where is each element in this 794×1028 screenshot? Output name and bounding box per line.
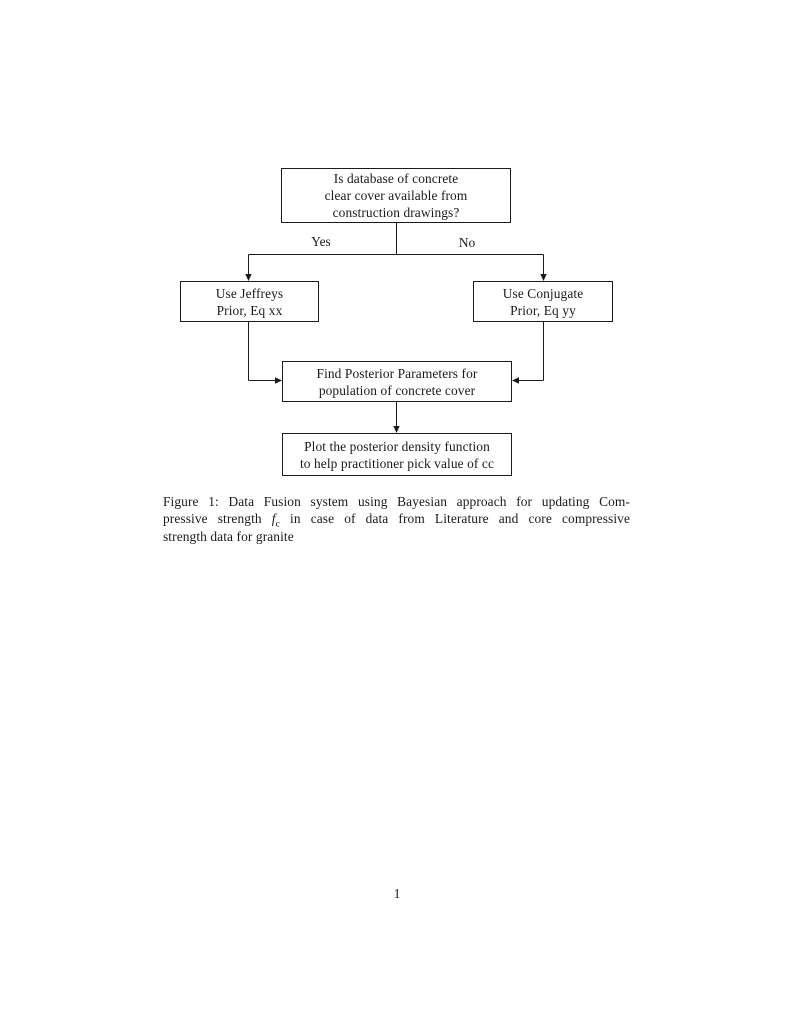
math-f: f xyxy=(271,511,276,527)
node-text-line: Use Conjugate xyxy=(502,285,584,301)
arrowhead-icon xyxy=(393,426,400,433)
flowchart-node-posterior-parameters: Find Posterior Parameters for population… xyxy=(282,361,512,402)
flowchart-node-question: Is database of concrete clear cover avai… xyxy=(281,168,511,223)
node-text-line: Find Posterior Parameters for xyxy=(316,365,478,381)
arrowhead-icon xyxy=(275,377,282,384)
flowchart-node-conjugate-prior: Use Conjugate Prior, Eq yy xyxy=(473,281,613,322)
caption-text: pressive strength xyxy=(163,511,272,527)
arrowhead-icon xyxy=(245,274,252,281)
math-subscript-c: c xyxy=(275,519,280,531)
node-text-line: population of concrete cover xyxy=(318,382,476,398)
flowchart-node-jeffreys-prior: Use Jeffreys Prior, Eq xx xyxy=(180,281,319,322)
math-fc-symbol: fc xyxy=(271,511,280,529)
node-text-line: Use Jeffreys xyxy=(215,285,284,301)
edge-label-yes: Yes xyxy=(311,234,331,249)
node-text-line: Is database of concrete xyxy=(333,171,459,186)
node-text-line: to help practitioner pick value of cc xyxy=(299,455,495,471)
caption-line: strength data for granite xyxy=(163,528,294,544)
node-text-line: Prior, Eq xx xyxy=(216,302,283,318)
caption-line: Figure 1: Data Fusion system using Bayes… xyxy=(163,494,630,509)
page-number: 1 xyxy=(393,886,401,901)
node-text-line: construction drawings? xyxy=(332,205,460,220)
arrowhead-icon xyxy=(512,377,519,384)
node-text-line: clear cover available from xyxy=(324,188,468,203)
edge-label-no: No xyxy=(458,235,476,250)
arrowhead-icon xyxy=(540,274,547,281)
node-text-line: Plot the posterior density function xyxy=(304,438,490,454)
figure-caption: Figure 1: Data Fusion system using Bayes… xyxy=(163,493,630,545)
caption-text: in case of data from Literature and core… xyxy=(279,511,631,527)
node-text-line: Prior, Eq yy xyxy=(510,302,576,318)
caption-line: pressive strength fc in case of data fro… xyxy=(163,510,631,529)
flowchart-node-plot-density: Plot the posterior density function to h… xyxy=(282,433,512,476)
